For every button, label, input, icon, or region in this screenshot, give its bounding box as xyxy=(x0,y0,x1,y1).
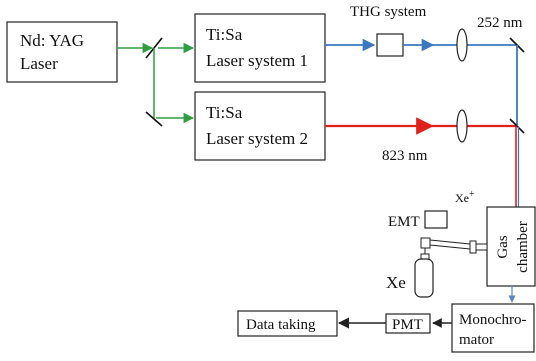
lens-ir xyxy=(456,109,468,143)
tisa2-label-line1: Ti:Sa xyxy=(206,103,243,122)
tisa2-label-line2: Laser system 2 xyxy=(206,129,308,148)
monochromator-label-line2: mator xyxy=(459,332,494,348)
tisa-laser-system-2-box: Ti:Sa Laser system 2 xyxy=(194,91,326,161)
xe-ion-label: Xe+ xyxy=(455,189,475,205)
gas-chamber-label-line2: chamber xyxy=(515,221,531,273)
pmt-label: PMT xyxy=(392,317,423,333)
wavelength-823-label: 823 nm xyxy=(382,148,428,164)
nd-yag-label-line1: Nd: YAG xyxy=(20,31,84,50)
monochromator-label-line1: Monochro- xyxy=(459,312,527,328)
xe-gas-cylinder xyxy=(414,253,434,298)
pmt-box: PMT xyxy=(385,313,431,334)
xe-source-label: Xe xyxy=(386,273,406,292)
dichroic-mirror xyxy=(509,118,525,134)
nd-yag-laser-box: Nd: YAG Laser xyxy=(6,21,118,83)
emt-detector xyxy=(424,210,448,229)
nd-yag-label-line2: Laser xyxy=(20,54,58,73)
tisa1-label-line2: Laser system 1 xyxy=(206,51,308,70)
gas-inlet-pipe xyxy=(420,237,488,260)
gas-chamber-label-line1: Gas xyxy=(495,235,511,258)
thg-system-box xyxy=(376,33,404,57)
data-taking-label: Data taking xyxy=(246,317,316,333)
pump-mirror xyxy=(145,111,163,127)
gas-chamber-box: Gas chamber xyxy=(486,206,536,287)
wavelength-252-label: 252 nm xyxy=(477,15,523,31)
data-taking-box: Data taking xyxy=(237,310,338,337)
emt-label: EMT xyxy=(388,214,420,230)
tisa1-label-line1: Ti:Sa xyxy=(206,25,243,44)
thg-system-label: THG system xyxy=(350,4,427,20)
lens-uv xyxy=(456,28,468,62)
monochromator-box: Monochro- mator xyxy=(451,303,535,353)
tisa-laser-system-1-box: Ti:Sa Laser system 1 xyxy=(194,13,326,83)
